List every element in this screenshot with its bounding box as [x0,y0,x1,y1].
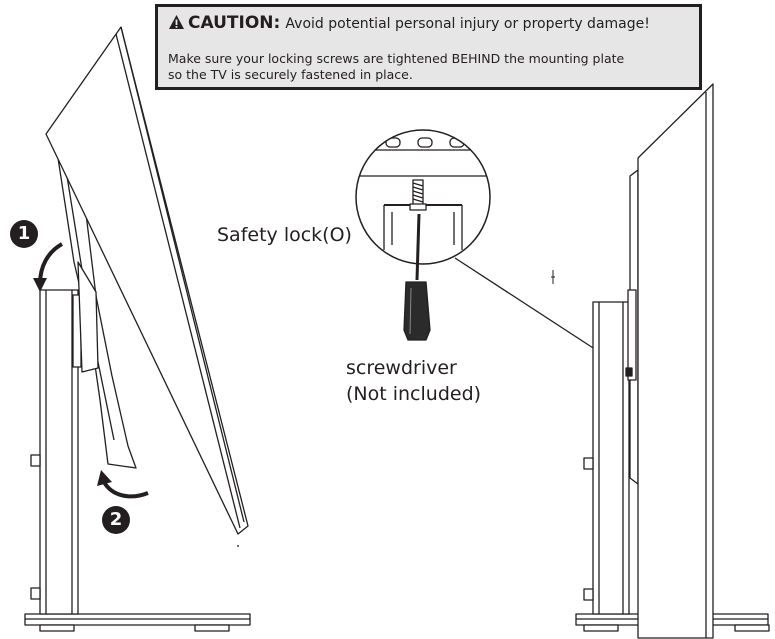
left-tv-tilted [45,26,249,547]
caution-banner: CAUTION: Avoid potential personal injury… [155,4,702,90]
screwdriver-icon [403,213,431,341]
tilt-arrow-1 [33,242,64,292]
caution-line-2: so the TV is securely fastened in place. [168,67,413,82]
caution-body: Make sure your locking screws are tighte… [168,51,624,83]
caution-title: CAUTION: [188,13,281,33]
safety-lock-label: Safety lock(O) [217,224,352,246]
caution-subtitle: Avoid potential personal injury or prope… [285,16,650,32]
right-tv-upright [625,83,714,639]
safety-lock-detail [355,129,631,373]
step-2-badge: 2 [102,506,130,534]
caution-header: CAUTION: Avoid potential personal injury… [168,13,650,33]
caution-line-1: Make sure your locking screws are tighte… [168,51,625,66]
left-stand [24,289,251,632]
tilt-arrow-2 [97,470,149,499]
screwdriver-label-group: screwdriver (Not included) [346,355,481,407]
not-included-label: (Not included) [346,383,482,405]
warning-triangle-icon [169,15,184,29]
screwdriver-label: screwdriver [346,357,457,379]
step-1-badge: 1 [10,220,38,248]
